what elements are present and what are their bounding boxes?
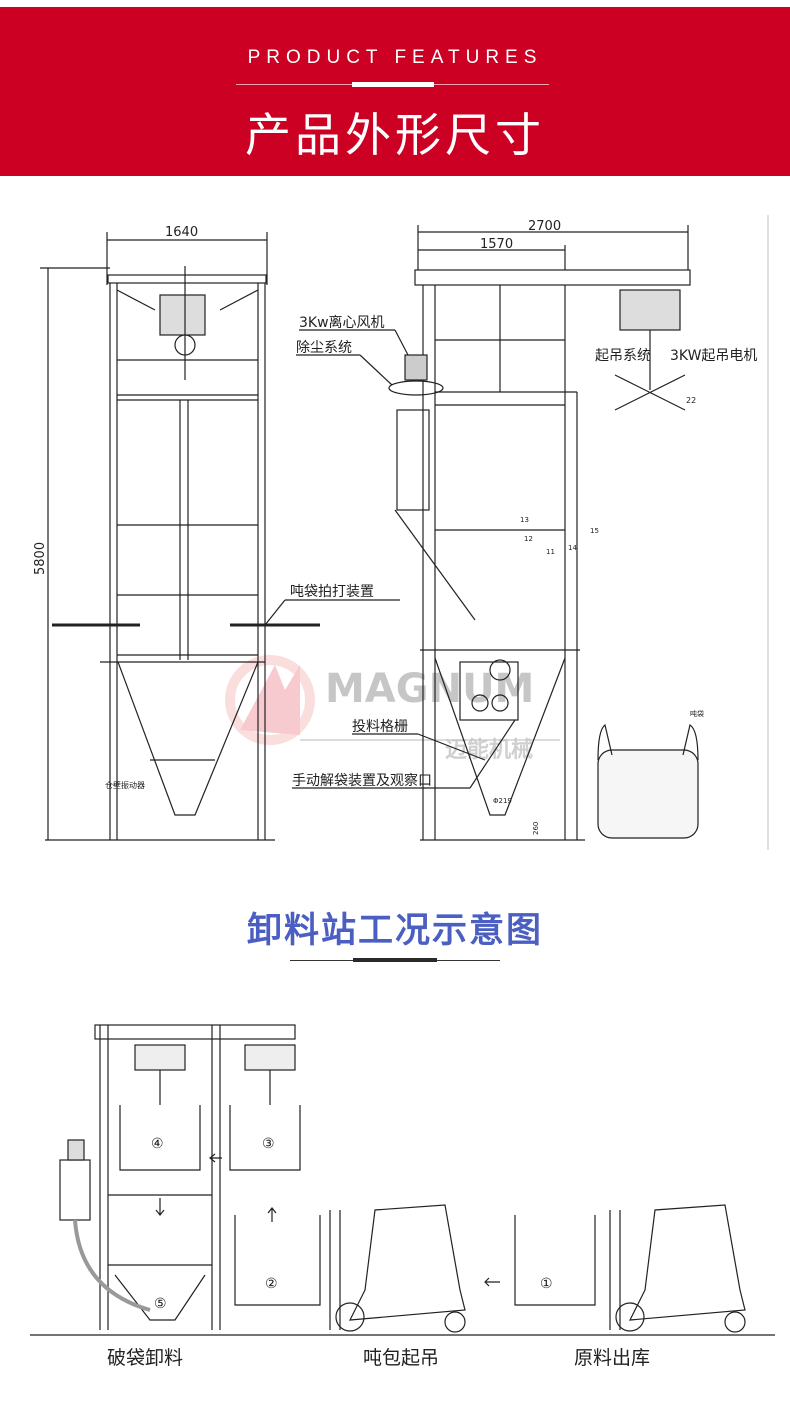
label-grate: 投料格栅 [352, 719, 408, 735]
label-bag: 吨袋 [690, 709, 704, 718]
header-title: 产品外形尺寸 [245, 108, 545, 162]
step-1: ① [540, 1276, 553, 1292]
part-number: 15 [590, 527, 599, 535]
label-manual: 手动解袋装置及观察口 [292, 772, 432, 789]
label-vibrator: 仓壁振动器 [105, 780, 145, 790]
header-banner: PRODUCT FEATURES 产品外形尺寸 [0, 7, 790, 176]
dimension-drawing: MAGNUM 迈能机械 1640 5800 仓壁振动器 吨袋拍打装置 2700 … [33, 215, 769, 850]
process-diagram: ④ ③ ② ⑤ ① [30, 1024, 775, 1336]
caption-ton-bag-lifting: 吨包起吊 [363, 1347, 440, 1369]
part-number: 12 [524, 535, 533, 543]
section-title: 卸料站工况示意图 [246, 911, 543, 951]
caption-bag-breaking-unloading: 破袋卸料 [107, 1347, 184, 1369]
ton-bag: 吨袋 [597, 709, 704, 839]
header-divider-accent [352, 82, 434, 87]
header-subtitle: PRODUCT FEATURES [247, 47, 543, 68]
forklift-2 [609, 1204, 746, 1333]
label-hoist-motor: 3KW起吊电机 [670, 348, 757, 364]
label-hoist-system: 起吊系统 [595, 348, 651, 364]
part-number: 11 [546, 548, 555, 556]
right-machine-side-view: 2700 1570 22 13 12 11 14 15 Φ219 260 3Kw… [292, 219, 757, 841]
step-5: ⑤ [154, 1296, 167, 1312]
step-2: ② [265, 1276, 278, 1292]
dim-pipe: Φ219 [493, 797, 512, 805]
caption-material-outbound: 原料出库 [574, 1347, 651, 1369]
part-number: 22 [686, 396, 696, 405]
step-4: ④ [151, 1136, 164, 1152]
dim-right-total: 2700 [528, 219, 561, 234]
section-divider-accent [353, 958, 437, 962]
dim-left-width: 1640 [165, 225, 198, 240]
part-number: 14 [568, 544, 577, 552]
part-number: 13 [520, 516, 529, 524]
step-3: ③ [262, 1136, 275, 1152]
label-fan: 3Kw离心风机 [299, 314, 385, 331]
watermark-logo: MAGNUM 迈能机械 [225, 655, 560, 763]
watermark-brand: MAGNUM [325, 666, 534, 712]
label-beater: 吨袋拍打装置 [290, 583, 374, 600]
dim-small-height: 260 [532, 822, 540, 835]
forklift-1 [329, 1204, 466, 1333]
unloading-station: ④ ③ ② ⑤ ① [59, 1024, 596, 1330]
dim-height: 5800 [33, 542, 48, 575]
left-machine-front-view: 1640 5800 仓壁振动器 吨袋拍打装置 [33, 225, 400, 841]
dim-right-partial: 1570 [480, 237, 513, 252]
label-dust: 除尘系统 [296, 340, 352, 356]
